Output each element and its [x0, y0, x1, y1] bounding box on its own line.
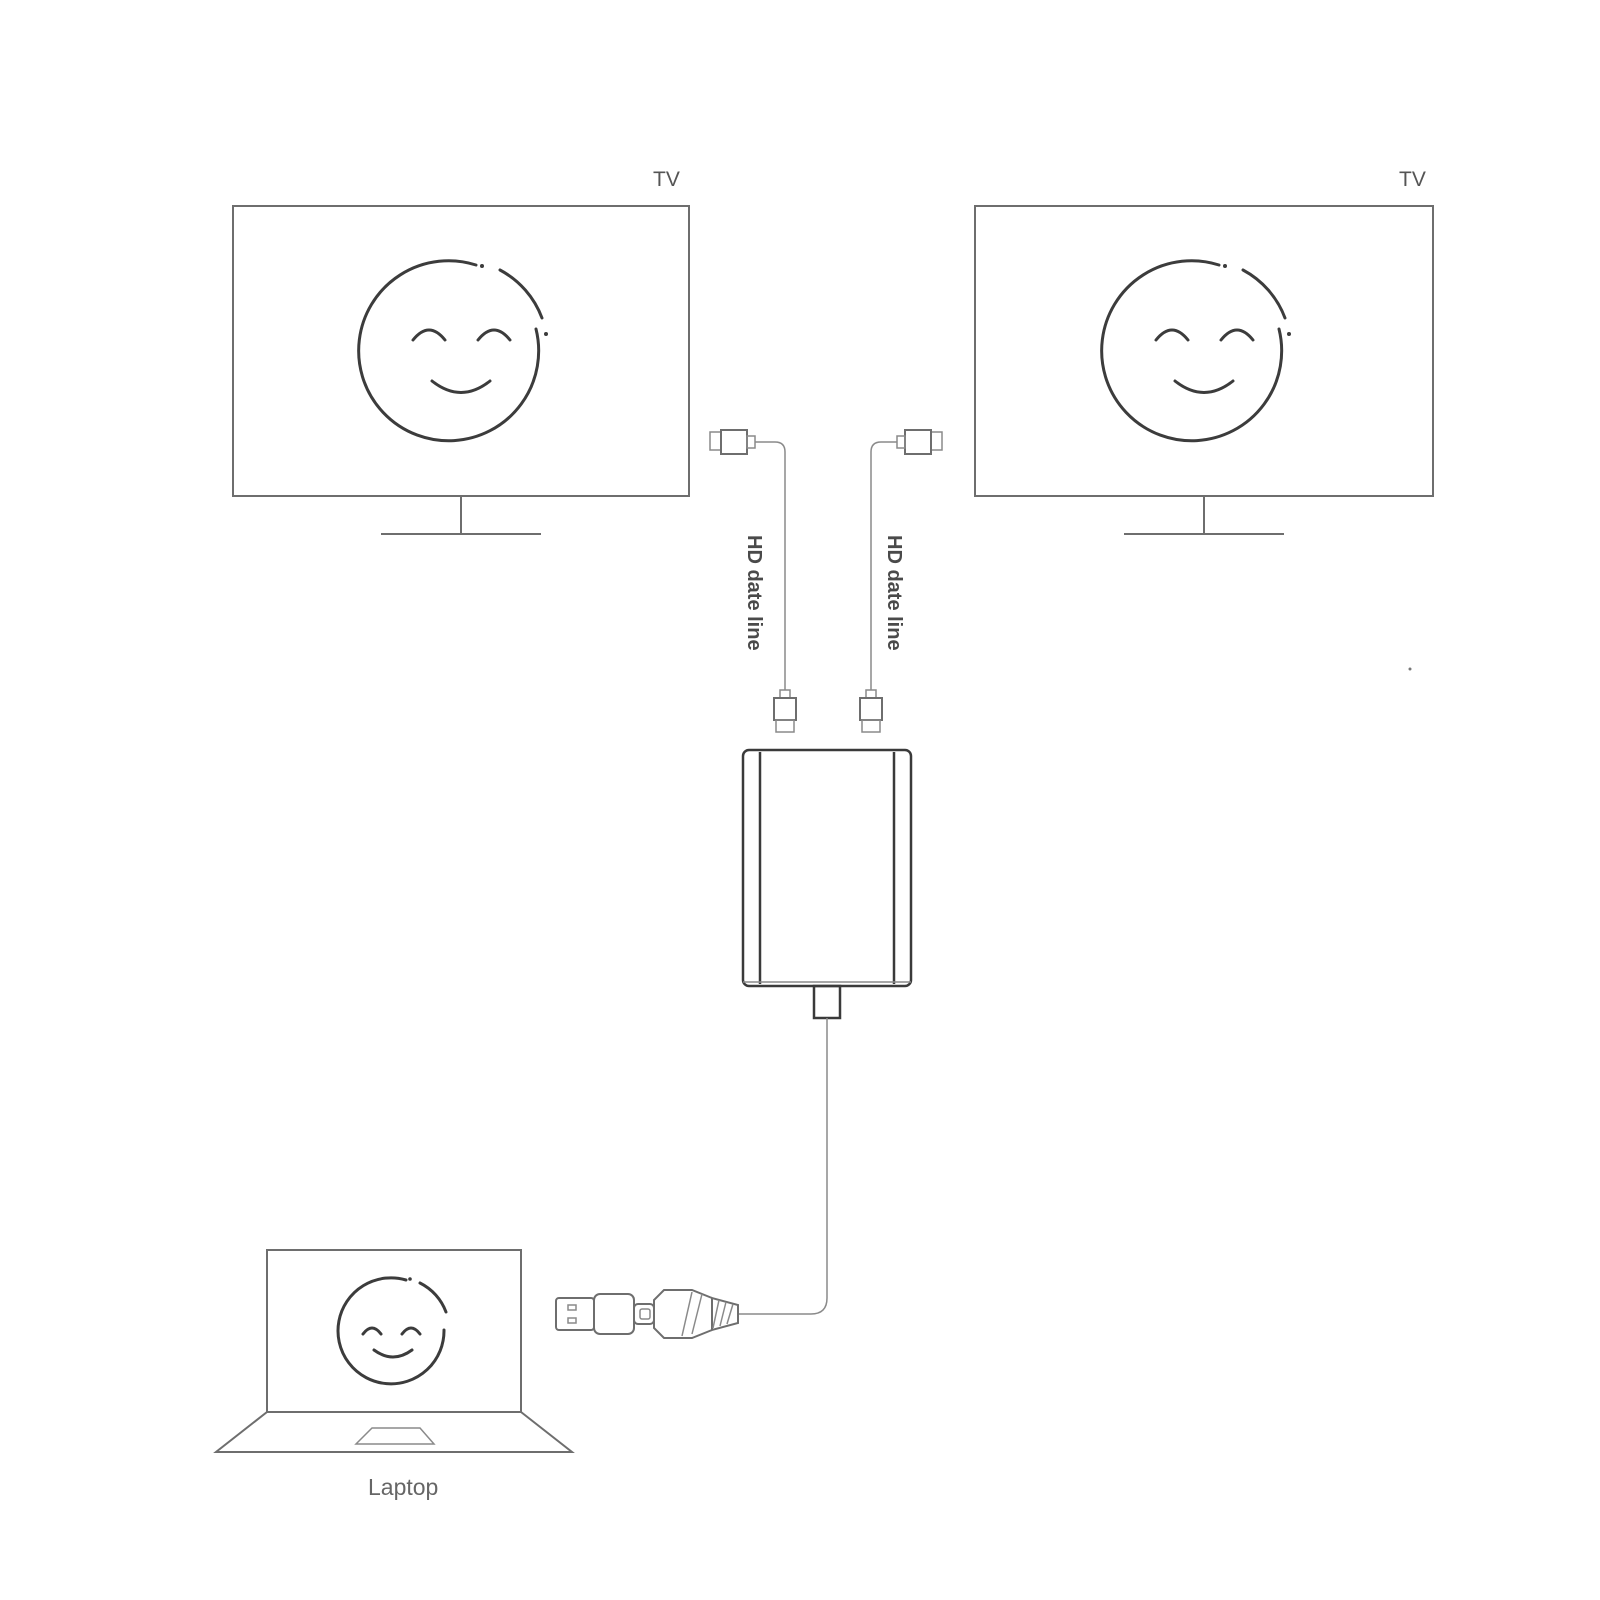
cable-right-label: HD date line — [883, 535, 905, 651]
hdmi-plug-icon — [896, 429, 943, 455]
hub-output-port — [812, 984, 842, 1020]
laptop-label: Laptop — [368, 1474, 438, 1500]
cable-left-label: HD date line — [743, 535, 765, 651]
usb-cable — [555, 1018, 828, 1339]
tv-right-screen — [974, 205, 1434, 497]
smiley-face-icon — [336, 1276, 448, 1386]
tv-left: TV — [232, 168, 690, 535]
hdmi-cable-right: HD date line — [859, 429, 943, 733]
laptop: Laptop — [213, 1249, 575, 1500]
stray-dot — [1408, 667, 1412, 671]
cable-wire — [870, 441, 897, 690]
adapter-hub-icon — [741, 748, 913, 1020]
tv-left-label: TV — [653, 168, 680, 191]
smiley-face-icon — [1100, 259, 1291, 443]
cable-wire — [755, 441, 786, 690]
tv-right-label: TV — [1399, 168, 1426, 191]
usb-c-plug-icon — [633, 1289, 739, 1339]
hdmi-plug-icon — [859, 689, 883, 733]
tv-left-screen — [232, 205, 690, 497]
smiley-face-icon — [357, 259, 548, 443]
hdmi-plug-icon — [773, 689, 797, 733]
laptop-icon — [213, 1249, 575, 1453]
usb-plug-icon — [555, 1293, 635, 1335]
hdmi-cable-left: HD date line — [709, 429, 797, 733]
hdmi-plug-icon — [709, 429, 756, 455]
tv-right: TV — [974, 168, 1434, 671]
cable-wire — [738, 1018, 828, 1315]
